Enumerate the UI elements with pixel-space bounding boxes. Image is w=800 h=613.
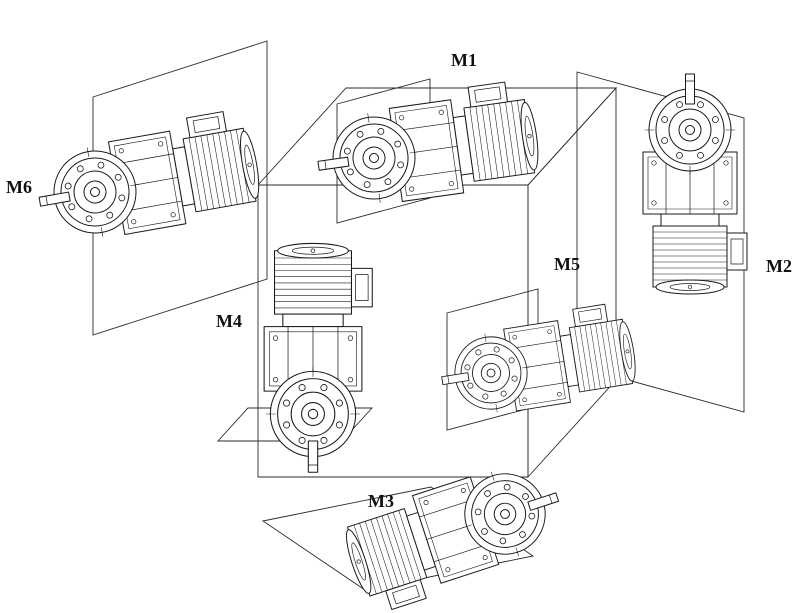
panel-m6: [92, 40, 268, 336]
label-m2: M2: [766, 256, 792, 276]
gearmotors: [29, 73, 748, 613]
label-m4: M4: [216, 311, 242, 331]
gearmotor-m6: [29, 106, 266, 249]
gearmotor-m1: [310, 78, 544, 213]
position-labels: M1 M2 M3 M4 M5 M6: [6, 50, 792, 511]
cube-right-face: [527, 86, 617, 479]
panel-m3: [261, 486, 535, 591]
gearmotor-m5: [434, 300, 641, 422]
label-m1: M1: [451, 50, 477, 70]
label-m3: M3: [368, 491, 394, 511]
label-m6: M6: [6, 177, 32, 197]
label-m5: M5: [554, 254, 580, 274]
gearmotor-m4: [263, 242, 373, 473]
gearmotor-m2: [642, 73, 748, 295]
